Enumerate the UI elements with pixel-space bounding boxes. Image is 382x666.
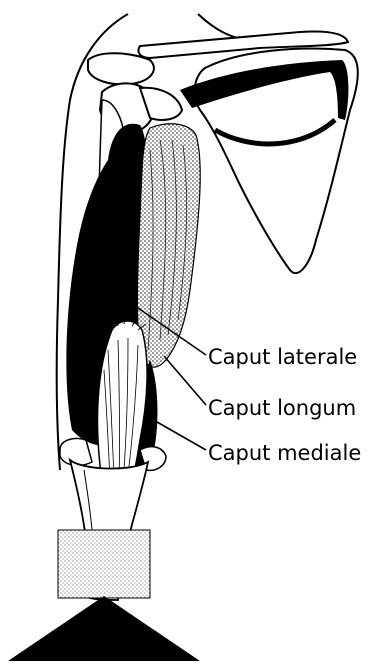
force-arrow-shaft: [58, 530, 150, 598]
leader-line-mediale: [150, 418, 206, 450]
label-caput-mediale: Caput mediale: [208, 443, 361, 464]
lateral-epicondyle: [60, 438, 92, 465]
acromion: [88, 53, 154, 84]
label-caput-longum: Caput longum: [208, 398, 356, 419]
leader-line-longum: [164, 356, 206, 405]
force-arrow-head: [8, 596, 200, 661]
label-caput-laterale: Caput laterale: [208, 347, 357, 368]
